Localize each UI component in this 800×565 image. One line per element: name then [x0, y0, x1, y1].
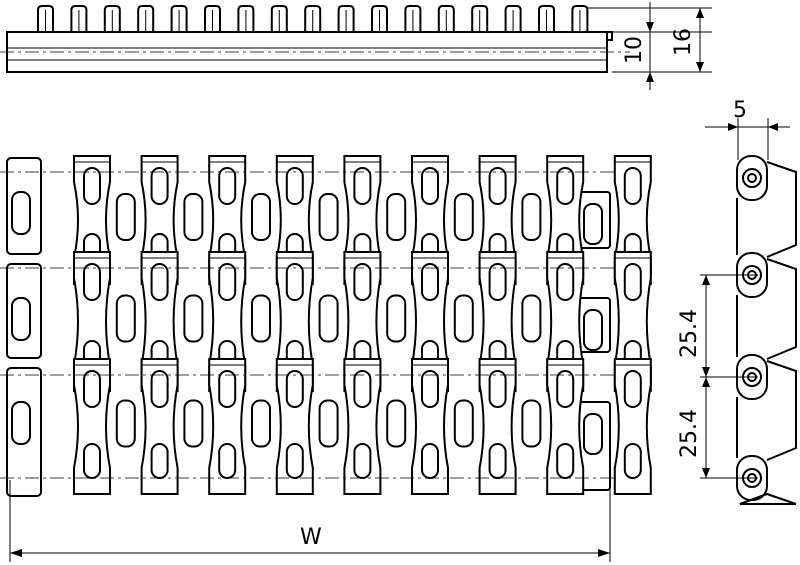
belt-link — [343, 358, 382, 495]
link-hole-bottom — [556, 443, 575, 479]
link-slot-between — [453, 399, 474, 448]
link-slot-between — [183, 193, 204, 241]
link-slot-between — [183, 399, 204, 448]
belt-link — [275, 358, 314, 495]
link-hole-top — [421, 263, 439, 301]
belt-link — [546, 358, 585, 495]
edge-module-right-slot — [583, 203, 603, 245]
link-slot-between — [318, 193, 339, 241]
side-view: 10 16 — [0, 2, 712, 90]
link-hole-top — [488, 370, 507, 408]
link-hole-top — [353, 370, 372, 408]
link-hole-top — [218, 370, 237, 408]
edge-module-slot — [11, 191, 31, 235]
link-hole-top — [285, 167, 304, 205]
link-hole-top — [556, 370, 575, 408]
edge-module-right-slot — [583, 309, 603, 351]
edge-module-right — [577, 297, 611, 353]
link-hole-bottom — [488, 443, 507, 479]
section-link-head — [736, 155, 768, 201]
section-pin — [747, 173, 757, 183]
edge-module — [6, 263, 42, 359]
dimension-height-thin: 10 — [622, 36, 647, 64]
dimension-link-width: 5 — [733, 98, 747, 123]
dimension-pitch-upper: 25.4 — [677, 309, 702, 358]
link-hole-top — [150, 263, 169, 301]
edge-module-right-slot — [583, 413, 603, 455]
link-slot-between — [251, 399, 271, 448]
belt-link — [73, 358, 111, 495]
link-hole-top — [83, 167, 101, 205]
link-hole-top — [83, 370, 101, 408]
link-slot-between — [115, 193, 136, 241]
belt-link — [478, 358, 517, 495]
edge-module-right — [577, 191, 611, 249]
link-hole-top — [353, 263, 372, 301]
edge-module-slot — [11, 401, 31, 445]
dimension-height-total: 16 — [671, 28, 696, 56]
link-hole-top — [83, 263, 101, 301]
edge-module — [6, 157, 42, 255]
belt-link — [208, 358, 247, 495]
link-slot-between — [386, 193, 407, 241]
link-hole-top — [421, 167, 439, 205]
edge-module — [6, 367, 42, 497]
link-slot-between — [251, 294, 271, 343]
link-slot-between — [521, 399, 542, 448]
link-slot-between — [115, 399, 136, 448]
link-slot-between — [183, 294, 204, 343]
link-hole-top — [218, 167, 237, 205]
link-hole-top — [623, 167, 642, 205]
edge-module-slot — [11, 297, 31, 341]
link-hole-top — [556, 263, 575, 301]
link-hole-top — [150, 370, 169, 408]
link-slot-between — [453, 294, 474, 343]
belt-link — [613, 358, 652, 495]
link-hole-top — [488, 167, 507, 205]
link-hole-top — [285, 370, 304, 408]
link-slot-between — [521, 294, 542, 343]
link-hole-top — [488, 263, 507, 301]
link-hole-top — [623, 370, 642, 408]
link-slot-between — [251, 193, 271, 241]
section-view: 5 25.4 25.4 — [677, 98, 797, 505]
link-hole-top — [623, 263, 642, 301]
link-hole-top — [353, 167, 372, 205]
link-slot-between — [386, 399, 407, 448]
link-slot-between — [115, 294, 136, 343]
link-hole-top — [556, 167, 575, 205]
link-slot-between — [521, 193, 542, 241]
link-hole-bottom — [623, 443, 642, 479]
link-hole-top — [150, 167, 169, 205]
belt-link — [411, 358, 449, 495]
link-slot-between — [318, 399, 339, 448]
link-slot-between — [386, 294, 407, 343]
section-link-foot — [739, 492, 797, 505]
section-link-body — [766, 360, 797, 461]
belt-link — [140, 358, 179, 495]
section-link-body — [766, 258, 797, 360]
link-hole-bottom — [83, 443, 101, 479]
link-hole-top — [285, 263, 304, 301]
link-hole-top — [218, 263, 237, 301]
dimension-pitch-lower: 25.4 — [677, 409, 702, 458]
link-slot-between — [318, 294, 339, 343]
link-hole-top — [421, 370, 439, 408]
link-slot-between — [453, 193, 474, 241]
section-pin-hole — [742, 168, 762, 188]
dimension-belt-width: W — [300, 525, 322, 550]
section-link-body — [766, 161, 797, 258]
plan-view: W — [0, 155, 652, 562]
